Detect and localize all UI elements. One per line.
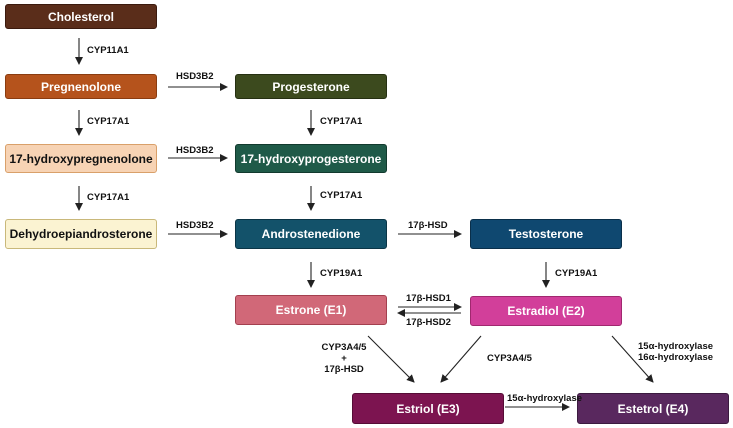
enzyme-label-17b-hsd2: 17β-HSD2 xyxy=(406,317,451,328)
enzyme-label-hydroxylases: 15α-hydroxylase 16α-hydroxylase xyxy=(638,341,713,363)
enzyme-label-cyp19a1: CYP19A1 xyxy=(555,268,598,279)
enzyme-label-cyp17a1: CYP17A1 xyxy=(320,116,363,127)
node-progesterone: Progesterone xyxy=(235,74,387,99)
enzyme-label-17b-hsd1: 17β-HSD1 xyxy=(406,293,451,304)
node-estradiol: Estradiol (E2) xyxy=(470,296,622,326)
node-label: 17-hydroxypregnenolone xyxy=(9,151,153,166)
arrow-estradiol-estriol xyxy=(440,335,482,383)
node-dehydroepiandrosterone: Dehydroepiandrosterone xyxy=(5,219,157,249)
node-label: Pregnenolone xyxy=(40,79,121,94)
node-cholesterol: Cholesterol xyxy=(5,4,157,29)
enzyme-label-line: 15α-hydroxylase xyxy=(638,341,714,352)
node-estriol: Estriol (E3) xyxy=(352,393,504,424)
enzyme-label-cyp3a45: CYP3A4/5 xyxy=(487,353,532,364)
node-label: 17-hydroxyprogesterone xyxy=(240,151,382,166)
node-17-hydroxypregnenolone: 17-hydroxypregnenolone xyxy=(5,144,157,173)
enzyme-label-hsd3b2: HSD3B2 xyxy=(176,220,214,231)
enzyme-label-hsd3b2: HSD3B2 xyxy=(176,145,214,156)
node-androstenedione: Androstenedione xyxy=(235,219,387,249)
node-label: Cholesterol xyxy=(47,9,114,24)
node-17-hydroxyprogesterone: 17-hydroxyprogesterone xyxy=(235,144,387,173)
enzyme-label-cyp17a1: CYP17A1 xyxy=(320,190,363,201)
node-label: Estriol (E3) xyxy=(396,401,460,416)
enzyme-label-hsd3b2: HSD3B2 xyxy=(176,71,214,82)
node-estrone: Estrone (E1) xyxy=(235,295,387,325)
node-pregnenolone: Pregnenolone xyxy=(5,74,157,99)
node-estetrol: Estetrol (E4) xyxy=(577,393,729,424)
node-label: Estetrol (E4) xyxy=(617,401,689,416)
enzyme-label-cyp3a45-plus-17b-hsd: CYP3A4/5 + 17β-HSD xyxy=(312,342,376,375)
node-label: Estradiol (E2) xyxy=(507,304,585,318)
enzyme-label-cyp17a1: CYP17A1 xyxy=(87,192,130,203)
enzyme-label-cyp17a1: CYP17A1 xyxy=(87,116,130,127)
node-label: Dehydroepiandrosterone xyxy=(9,227,153,241)
arrow-estradiol-estetrol xyxy=(611,335,654,383)
enzyme-label-17b-hsd: 17β-HSD xyxy=(408,220,448,231)
node-testosterone: Testosterone xyxy=(470,219,622,249)
node-label: Androstenedione xyxy=(261,227,361,241)
enzyme-label-line: 16α-hydroxylase xyxy=(638,352,714,363)
node-label: Progesterone xyxy=(272,79,350,94)
enzyme-label-cyp11a1: CYP11A1 xyxy=(87,45,129,56)
enzyme-label-cyp19a1: CYP19A1 xyxy=(320,268,363,279)
enzyme-label-line: CYP3A4/5 xyxy=(321,342,367,353)
node-label: Testosterone xyxy=(508,227,584,241)
enzyme-label-line: 17β-HSD xyxy=(324,364,364,375)
enzyme-label-line: + xyxy=(341,353,347,364)
enzyme-label-15a-hydroxylase: 15α-hydroxylase xyxy=(507,393,583,404)
node-label: Estrone (E1) xyxy=(275,303,347,317)
arrow-estrone-estriol xyxy=(367,335,415,383)
